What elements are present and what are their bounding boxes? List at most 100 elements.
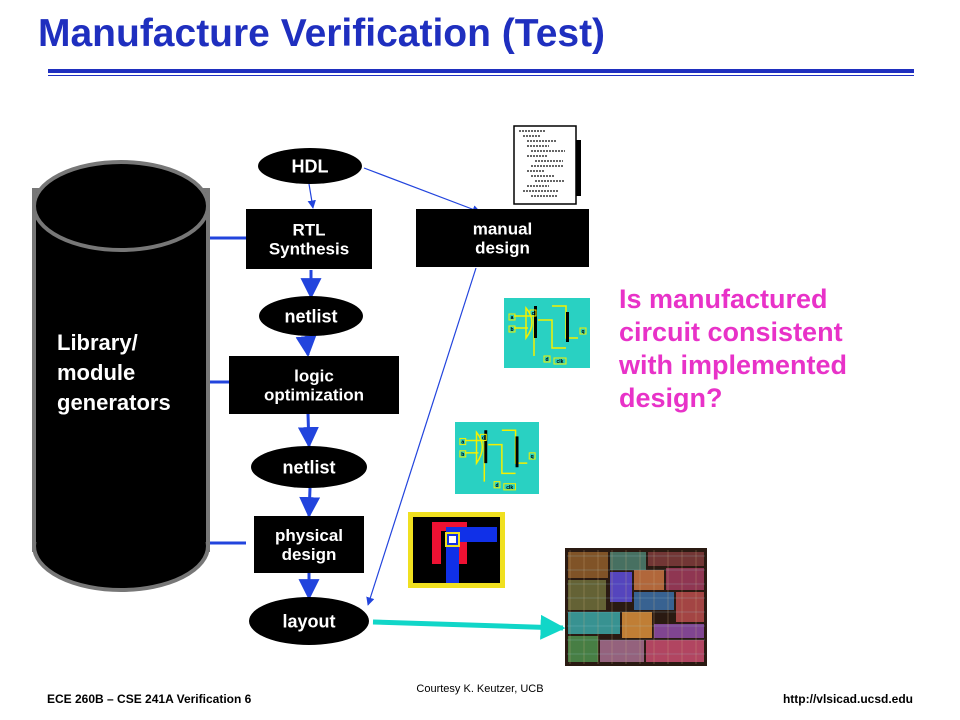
chip-block xyxy=(676,592,704,622)
schematic-pin-label: d xyxy=(545,357,548,363)
schematic-pin-label: b xyxy=(510,327,513,333)
manual-to-layout-arrow xyxy=(366,267,477,606)
rtl-synthesis-box-shape xyxy=(246,209,372,269)
schematic-pin-label: b xyxy=(461,452,464,458)
title-underline-thin xyxy=(48,75,914,76)
layout-contact xyxy=(445,532,460,547)
chip-block xyxy=(568,636,598,662)
hdl-node-label-line: HDL xyxy=(292,156,329,176)
schematic-pin-label: a xyxy=(511,315,514,321)
chip-die-photo xyxy=(565,548,707,666)
layout-to-chip-arrow xyxy=(372,614,566,640)
chip-block xyxy=(622,612,652,638)
chip-block xyxy=(610,552,646,570)
library-label-line: generators xyxy=(57,390,171,415)
layout-node-shape xyxy=(249,597,369,645)
schematic-gate xyxy=(525,305,533,341)
logic-optimization-box-label-line: logic xyxy=(294,367,334,386)
physical-design-box-shape xyxy=(254,516,364,573)
chip-block xyxy=(666,568,704,590)
netlist-node-2-shape xyxy=(251,446,367,488)
library-label-line: Library/ xyxy=(57,330,138,355)
logic-optimization-box-shape xyxy=(229,356,399,414)
layout-node-label-line: layout xyxy=(282,611,335,631)
schematic-pin xyxy=(479,433,487,442)
document-page xyxy=(513,125,577,205)
schematic-pin-label: q xyxy=(581,329,584,335)
schematic-pin xyxy=(543,355,551,363)
netlist-node-2-label-line: netlist xyxy=(282,457,335,477)
chip-block xyxy=(600,640,644,662)
netlist-node-1-label-line: netlist xyxy=(284,306,337,326)
schematic-pin xyxy=(529,309,537,317)
layout-blue-vertical xyxy=(446,527,459,583)
hdl-node-shape xyxy=(258,148,362,184)
question-text-line: design? xyxy=(619,383,723,413)
schematic-pin xyxy=(459,450,467,458)
hdl-node-label: HDL xyxy=(292,156,329,176)
schematic-pin-label: q xyxy=(531,454,534,460)
schematic-pin xyxy=(459,437,467,446)
question-text-line: circuit consistent xyxy=(619,317,843,347)
rtl-synthesis-box-label-line: Synthesis xyxy=(269,240,349,259)
schematic-pin xyxy=(508,313,516,321)
schematic-pin xyxy=(508,325,516,333)
chip-block xyxy=(648,552,704,566)
manual-design-box-label-line: design xyxy=(475,239,530,258)
schematic-bus xyxy=(484,430,488,464)
schematic-pin xyxy=(493,481,501,489)
logic-optimization-box-label-line: optimization xyxy=(264,386,364,405)
footer-course: ECE 260B – CSE 241A Verification 6 xyxy=(47,692,252,706)
chip-block xyxy=(610,572,632,602)
schematic-pin-label: d xyxy=(495,483,498,489)
schematic-gate xyxy=(475,430,484,466)
layout-node-label: layout xyxy=(282,611,335,631)
netlist-node-1-label: netlist xyxy=(284,306,337,326)
rtl-synthesis-box-label-line: RTL xyxy=(292,221,325,240)
flow-arrow-5 xyxy=(299,487,321,519)
library-label: Library/module generators xyxy=(57,330,171,415)
schematic-pin-label: a xyxy=(461,440,464,446)
flow-arrow-1 xyxy=(307,183,316,209)
schematic-wire xyxy=(538,319,566,349)
hdl-to-manual-arrow xyxy=(363,167,481,214)
footer-url: http://vlsicad.ucsd.edu xyxy=(782,692,913,706)
chip-block xyxy=(568,580,606,610)
chip-block xyxy=(646,640,704,662)
library-cylinder-top xyxy=(32,160,210,252)
physical-design-box-label-line: physical xyxy=(275,526,343,545)
chip-block xyxy=(568,552,608,578)
netlist-node-2-label: netlist xyxy=(282,457,335,477)
footer-courtesy: Courtesy K. Keutzer, UCB xyxy=(416,683,544,695)
netlist-node-1-shape xyxy=(259,296,363,336)
schematic-bus xyxy=(534,306,537,338)
schematic-wire xyxy=(488,443,516,475)
schematic-pin-label: clk xyxy=(557,359,564,365)
schematic-pin-label: c xyxy=(532,311,535,317)
schematic-pin-label: c xyxy=(482,435,485,441)
document-icon xyxy=(513,125,581,205)
flow-arrow-4 xyxy=(297,413,319,449)
chip-block xyxy=(634,570,664,590)
schematic-pin xyxy=(528,452,536,460)
question-text-line: Is manufactured xyxy=(619,284,828,314)
layout-contact-core xyxy=(449,536,456,543)
chip-block xyxy=(568,612,620,634)
question-text-line: with implemented xyxy=(618,350,847,380)
library-label-line: module xyxy=(57,360,135,385)
library-cylinder-fill xyxy=(36,200,206,542)
slide-title: Manufacture Verification (Test) xyxy=(38,12,606,55)
schematic-bus xyxy=(515,436,519,468)
schematic-icon-1: ab c d q clk xyxy=(504,298,590,368)
layout-cell-icon xyxy=(408,512,505,588)
schematic-bus xyxy=(566,312,569,342)
chip-block xyxy=(654,624,704,638)
manual-design-box-label-line: manual xyxy=(473,220,533,239)
